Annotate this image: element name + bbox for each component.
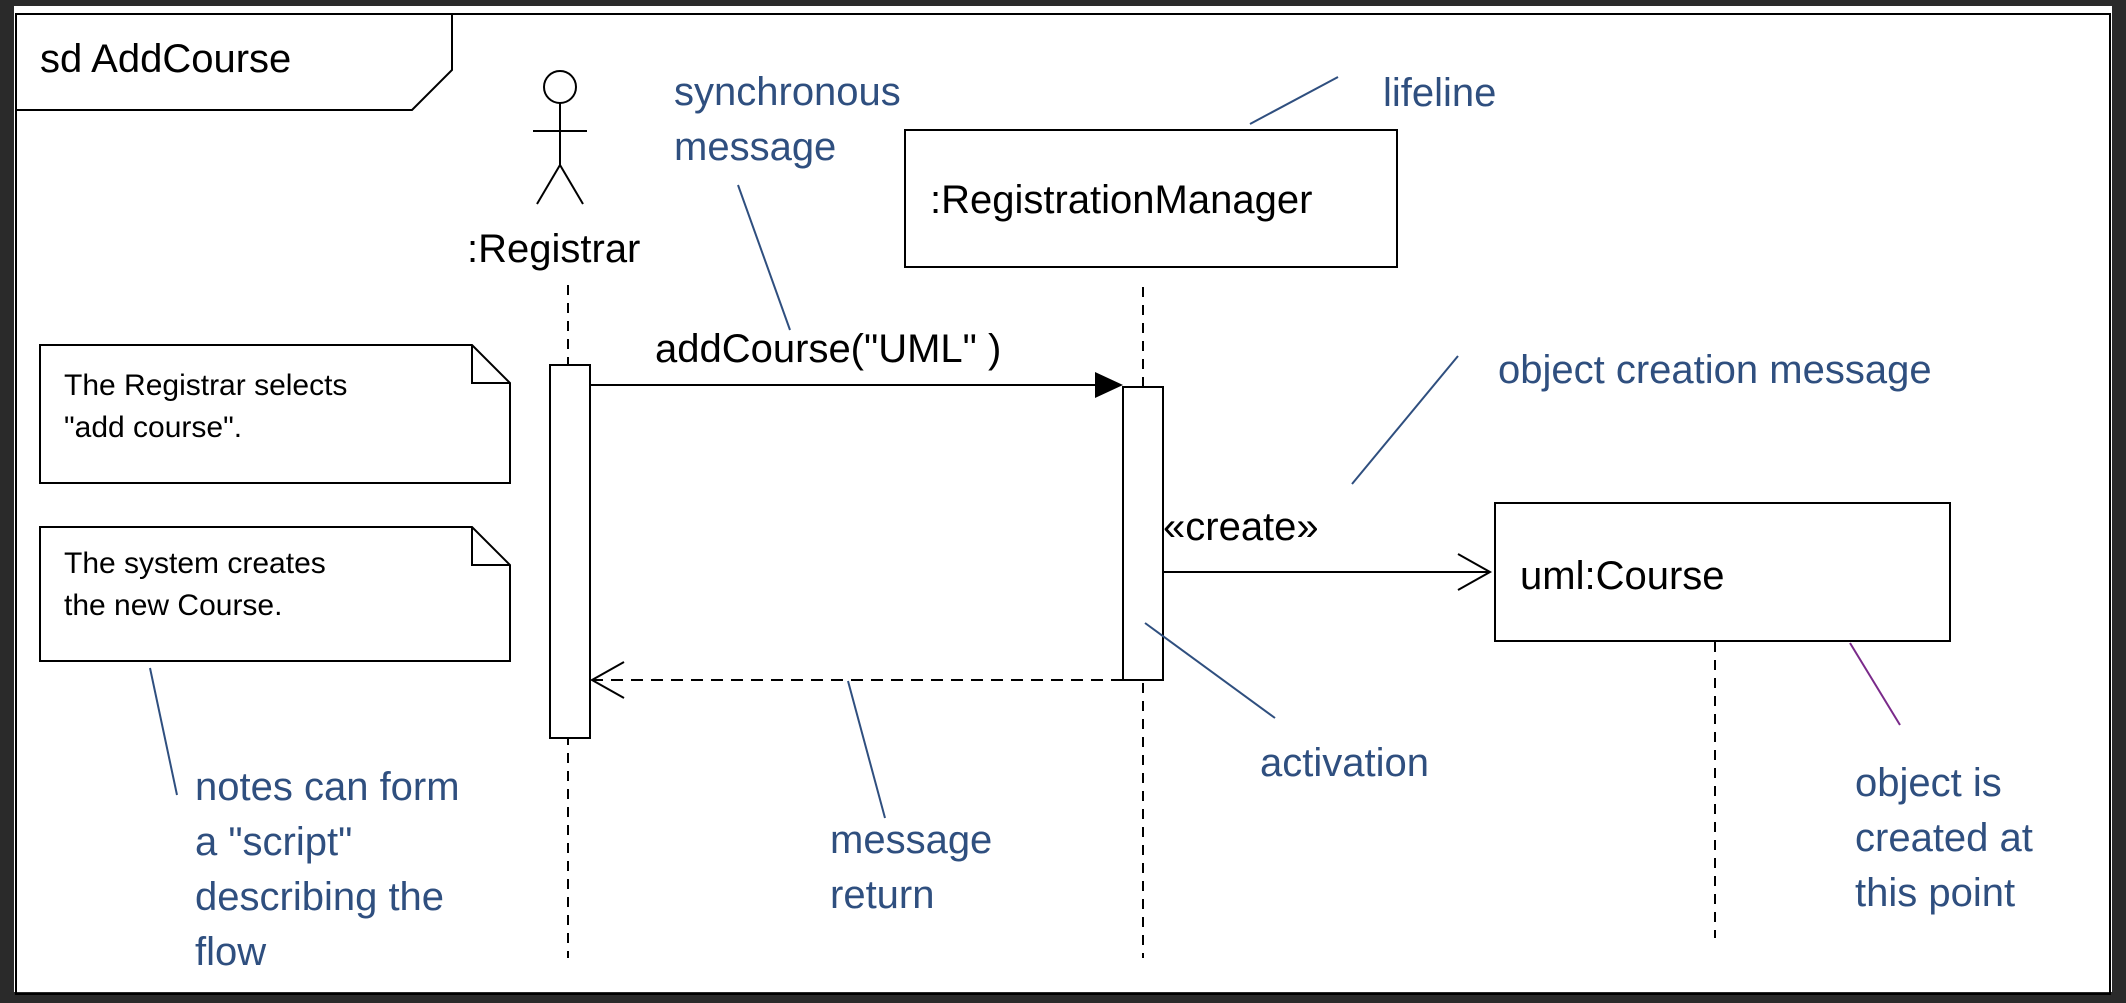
pointer-object-creation — [1351, 355, 1459, 485]
pointer-notes — [149, 667, 178, 796]
create-label: «create» — [1163, 505, 1319, 549]
registration-manager-box — [904, 129, 1398, 268]
add-course-message — [590, 372, 1123, 398]
registrar-label: :Registrar — [467, 227, 640, 271]
annotation-object-creation: object creation message — [1498, 348, 1932, 392]
create-message — [1163, 553, 1493, 591]
filled-arrowhead — [1095, 372, 1123, 398]
annotation-object-created-line-2: created at — [1855, 816, 2033, 860]
frame-label-pentagon — [16, 14, 453, 111]
annotation-synchronous-line-1: synchronous — [674, 70, 901, 114]
annotation-synchronous-line-2: message — [674, 125, 836, 169]
annotation-notes-line-4: flow — [195, 930, 266, 974]
pointer-object-created — [1849, 642, 1901, 726]
annotation-message-return-line-2: return — [830, 873, 935, 917]
note-1-line-1: The Registrar selects — [64, 369, 347, 402]
annotation-activation: activation — [1260, 741, 1429, 785]
add-course-label: addCourse("UML" ) — [655, 327, 1001, 371]
annotation-notes-line-2: a "script" — [195, 820, 352, 864]
course-label: uml:Course — [1520, 554, 1725, 598]
frame-title: sd AddCourse — [40, 37, 291, 81]
registration-manager-label: :RegistrationManager — [930, 178, 1312, 222]
annotation-pointers — [149, 76, 1459, 819]
annotation-lifeline: lifeline — [1383, 71, 1496, 115]
note-1: The Registrar selects "add course". — [39, 344, 511, 484]
pointer-synchronous-message — [737, 184, 791, 331]
open-arrowhead-return — [589, 661, 625, 699]
annotation-object-created-line-3: this point — [1855, 871, 2015, 915]
pointer-activation — [1144, 622, 1276, 719]
pointer-message-return — [847, 680, 886, 819]
annotation-object-created-line-1: object is — [1855, 761, 2002, 805]
course-box — [1494, 502, 1951, 642]
pointer-lifeline — [1249, 76, 1339, 125]
note-2: The system creates the new Course. — [39, 526, 511, 662]
frame: sd AddCourse — [15, 13, 2111, 995]
open-arrowhead — [1457, 553, 1493, 591]
manager-activation — [1122, 386, 1164, 681]
note-2-line-2: the new Course. — [64, 589, 282, 622]
registrar-activation — [549, 364, 591, 739]
note-1-line-2: "add course". — [64, 411, 242, 444]
annotation-notes-line-3: describing the — [195, 875, 444, 919]
annotation-notes-line-1: notes can form — [195, 765, 460, 809]
annotation-message-return-line-1: message — [830, 818, 992, 862]
note-2-line-1: The system creates — [64, 547, 326, 580]
return-message — [589, 661, 1123, 699]
registrar-actor — [533, 70, 587, 205]
